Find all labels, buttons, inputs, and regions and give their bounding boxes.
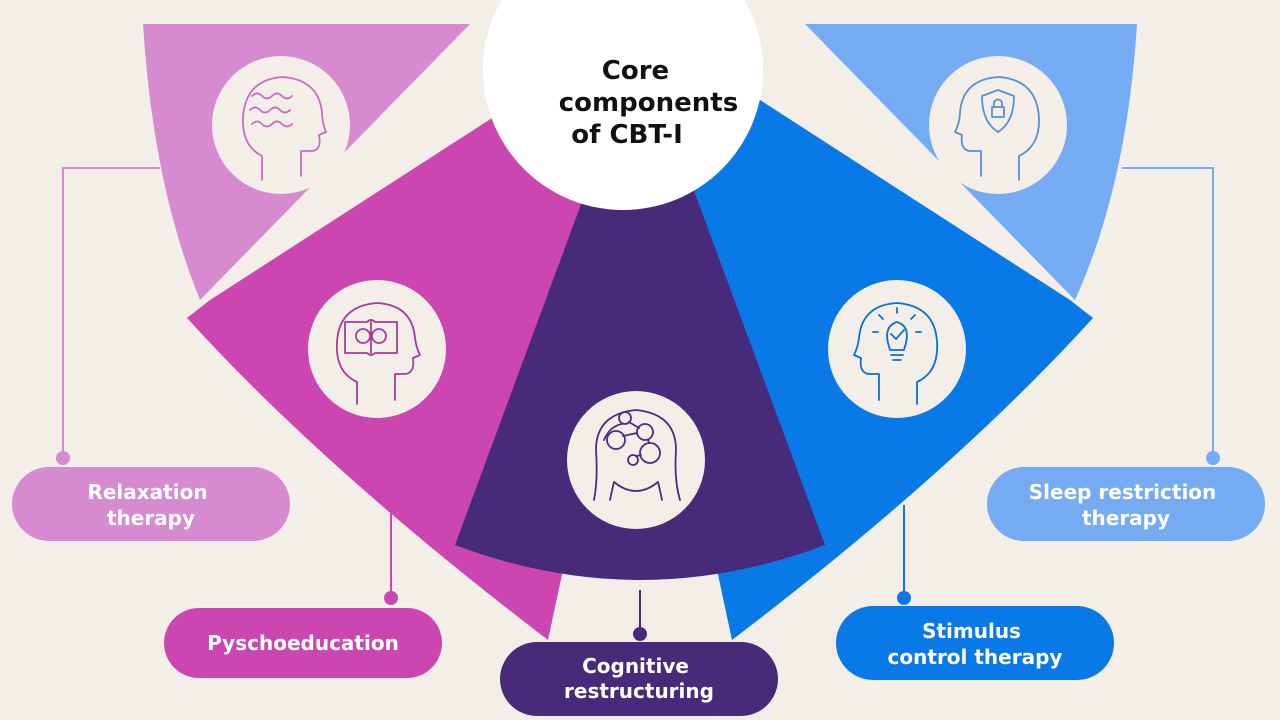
pill-label-psychoeducation: Pyschoeducation — [207, 631, 399, 655]
connector-dot-cognitive — [633, 627, 647, 641]
pill-label-stimulus: Stimulus control therapy — [888, 619, 1063, 669]
pill-sleep-restriction — [987, 467, 1265, 541]
connector-sleep-restriction — [1122, 167, 1214, 458]
segment-cognitive — [455, 180, 825, 580]
connector-relaxation — [62, 167, 160, 458]
connector-dot-relaxation — [56, 451, 70, 465]
center-label: Core components of CBT-I — [559, 56, 747, 150]
component-pills — [12, 467, 1265, 716]
pill-label-sleep-restriction: Sleep restriction therapy — [1029, 480, 1224, 530]
head-with-book-brain-icon — [335, 302, 421, 405]
pill-label-cognitive: Cognitive restructuring — [564, 654, 714, 703]
center-label-line-3: of CBT-I — [571, 120, 683, 150]
icon-circles — [212, 56, 1067, 529]
center-hub — [483, 0, 763, 210]
icon-circle-sleep-restriction — [929, 56, 1067, 194]
connector-dot-sleep-restriction — [1206, 451, 1220, 465]
connector-dot-psychoeducation — [384, 591, 398, 605]
head-with-molecule-icon — [593, 409, 681, 501]
pill-cognitive — [500, 642, 778, 716]
icon-circle-psychoeducation — [308, 280, 446, 418]
center-label-line-2: components — [559, 88, 738, 118]
head-with-lightbulb-icon — [853, 302, 939, 405]
head-with-shield-lock-icon — [954, 76, 1040, 181]
pill-labels: Relaxation therapy Pyschoeducation Cogni… — [87, 480, 1224, 703]
pill-label-relaxation: Relaxation therapy — [87, 480, 214, 530]
center-label-line-1: Core — [602, 56, 669, 86]
icon-circle-stimulus — [828, 280, 966, 418]
connector-dot-stimulus — [897, 591, 911, 605]
icon-circle-cognitive — [567, 391, 705, 529]
pill-stimulus — [836, 606, 1114, 680]
head-with-waves-icon — [242, 76, 327, 181]
icon-circle-relaxation — [212, 56, 350, 194]
pill-psychoeducation — [164, 608, 442, 678]
connector-lines — [56, 167, 1220, 641]
pill-relaxation — [12, 467, 290, 541]
